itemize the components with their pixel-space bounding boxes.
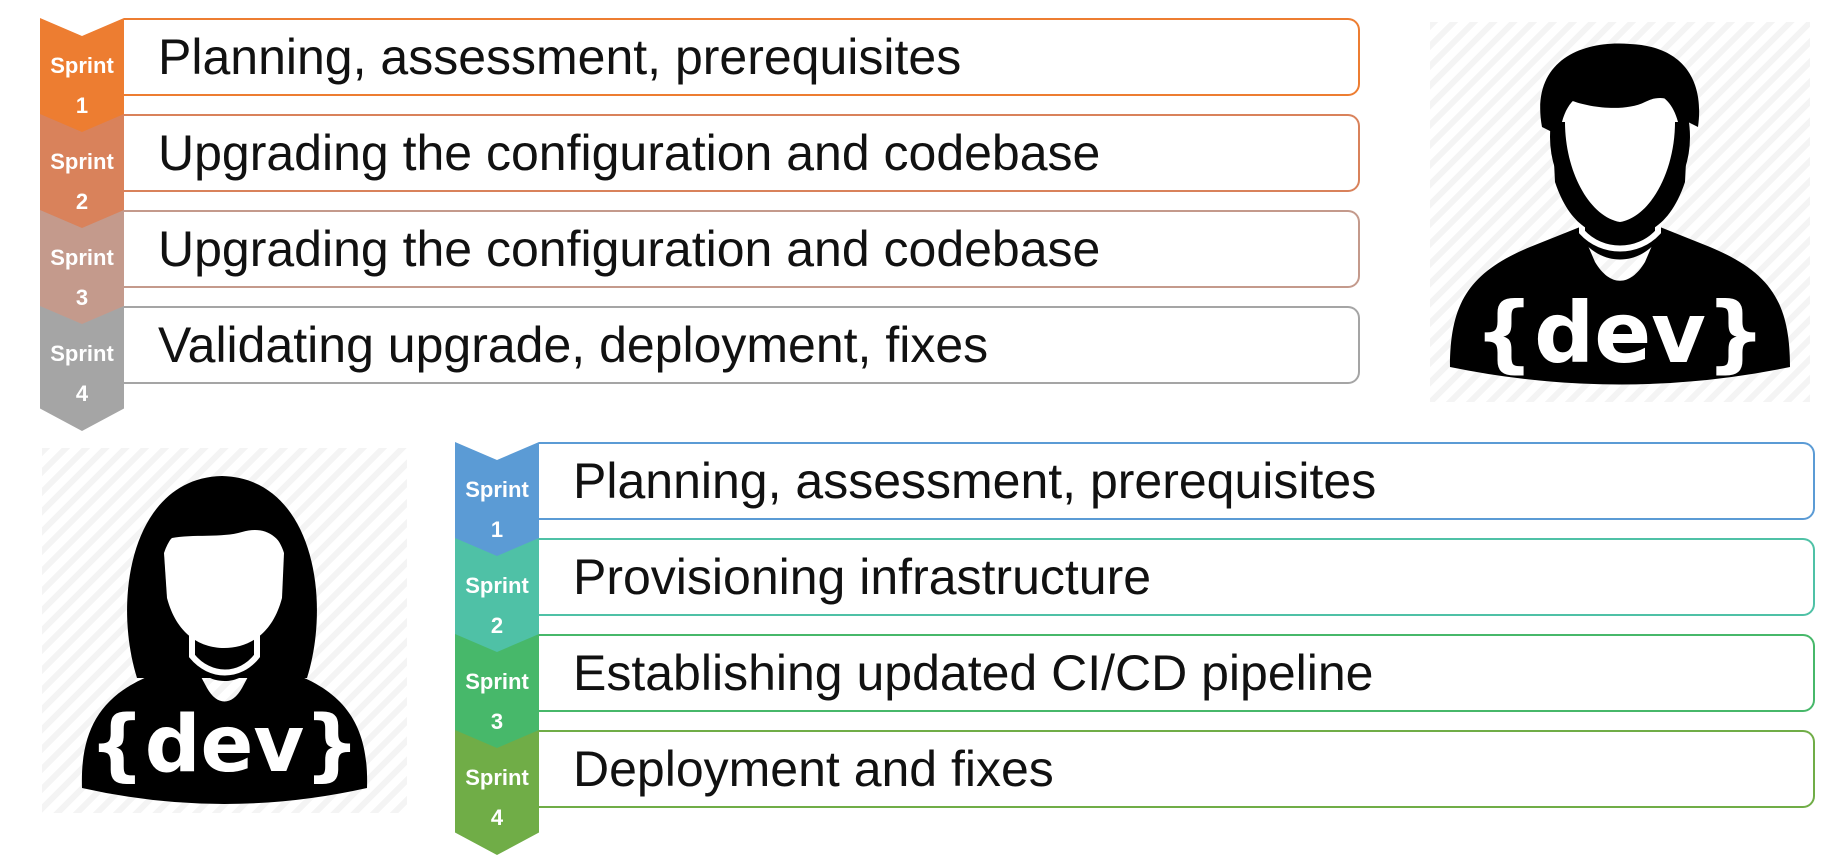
top-sprint-3-task-box: Upgrading the configuration and codebase bbox=[124, 210, 1360, 288]
bottom-sprint-row-1: Planning, assessment, prerequisites Spri… bbox=[455, 442, 1815, 567]
top-sprint-4-number: 4 bbox=[75, 380, 89, 406]
bottom-sprint-4-number: 4 bbox=[490, 804, 504, 830]
bottom-sprint-3-label: Sprint bbox=[465, 668, 529, 694]
top-sprint-4-task: Validating upgrade, deployment, fixes bbox=[158, 317, 989, 373]
bottom-sprint-row-4: Deployment and fixes Sprint 4 bbox=[455, 730, 1815, 855]
top-sprint-row-1: Planning, assessment, prerequisites Spri… bbox=[40, 18, 1360, 143]
top-sprint-3-number: 3 bbox=[75, 284, 89, 310]
top-sprint-row-2: Upgrading the configuration and codebase… bbox=[40, 114, 1360, 239]
bottom-sprint-3-number: 3 bbox=[490, 708, 504, 734]
top-sprint-row-4: Validating upgrade, deployment, fixes Sp… bbox=[40, 306, 1360, 431]
bottom-sprint-2-label: Sprint bbox=[465, 572, 529, 598]
top-sprint-1-task-box: Planning, assessment, prerequisites bbox=[124, 18, 1360, 96]
top-sprint-1-label: Sprint bbox=[50, 52, 114, 78]
bottom-sprint-row-2: Provisioning infrastructure Sprint 2 bbox=[455, 538, 1815, 663]
bottom-sprint-2-task: Provisioning infrastructure bbox=[573, 549, 1152, 605]
female-dev-badge: {dev} bbox=[89, 700, 360, 790]
bottom-sprint-1-task-box: Planning, assessment, prerequisites bbox=[539, 442, 1815, 520]
top-sprint-4-task-box: Validating upgrade, deployment, fixes bbox=[124, 306, 1360, 384]
female-developer-icon: {dev} bbox=[42, 448, 407, 813]
bottom-sprint-4-task-box: Deployment and fixes bbox=[539, 730, 1815, 808]
top-sprint-row-3: Upgrading the configuration and codebase… bbox=[40, 210, 1360, 335]
male-developer-icon: {dev} bbox=[1430, 22, 1810, 402]
male-developer-silhouette bbox=[1450, 43, 1790, 385]
bottom-sprint-3-task-box: Establishing updated CI/CD pipeline bbox=[539, 634, 1815, 712]
bottom-sprint-1-label: Sprint bbox=[465, 476, 529, 502]
top-sprint-2-number: 2 bbox=[75, 188, 89, 214]
bottom-sprint-1-number: 1 bbox=[490, 516, 504, 542]
top-sprint-4-chevron: Sprint 4 bbox=[40, 306, 124, 431]
male-dev-badge: {dev} bbox=[1474, 284, 1766, 382]
bottom-sprint-2-number: 2 bbox=[490, 612, 504, 638]
bottom-sprint-4-label: Sprint bbox=[465, 764, 529, 790]
bottom-sprint-4-chevron: Sprint 4 bbox=[455, 730, 539, 855]
bottom-sprint-3-task: Establishing updated CI/CD pipeline bbox=[573, 645, 1374, 701]
top-sprint-2-task-box: Upgrading the configuration and codebase bbox=[124, 114, 1360, 192]
bottom-sprint-row-3: Establishing updated CI/CD pipeline Spri… bbox=[455, 634, 1815, 759]
bottom-sprint-2-task-box: Provisioning infrastructure bbox=[539, 538, 1815, 616]
top-sprint-3-label: Sprint bbox=[50, 244, 114, 270]
bottom-sprint-4-task: Deployment and fixes bbox=[573, 741, 1054, 797]
top-sprint-2-label: Sprint bbox=[50, 148, 114, 174]
top-sprint-3-task: Upgrading the configuration and codebase bbox=[158, 221, 1101, 277]
top-sprint-2-task: Upgrading the configuration and codebase bbox=[158, 125, 1101, 181]
top-sprint-1-task: Planning, assessment, prerequisites bbox=[158, 29, 962, 85]
bottom-sprint-1-task: Planning, assessment, prerequisites bbox=[573, 453, 1377, 509]
female-developer-silhouette bbox=[81, 476, 368, 804]
top-sprint-1-number: 1 bbox=[75, 92, 89, 118]
top-sprint-4-label: Sprint bbox=[50, 340, 114, 366]
